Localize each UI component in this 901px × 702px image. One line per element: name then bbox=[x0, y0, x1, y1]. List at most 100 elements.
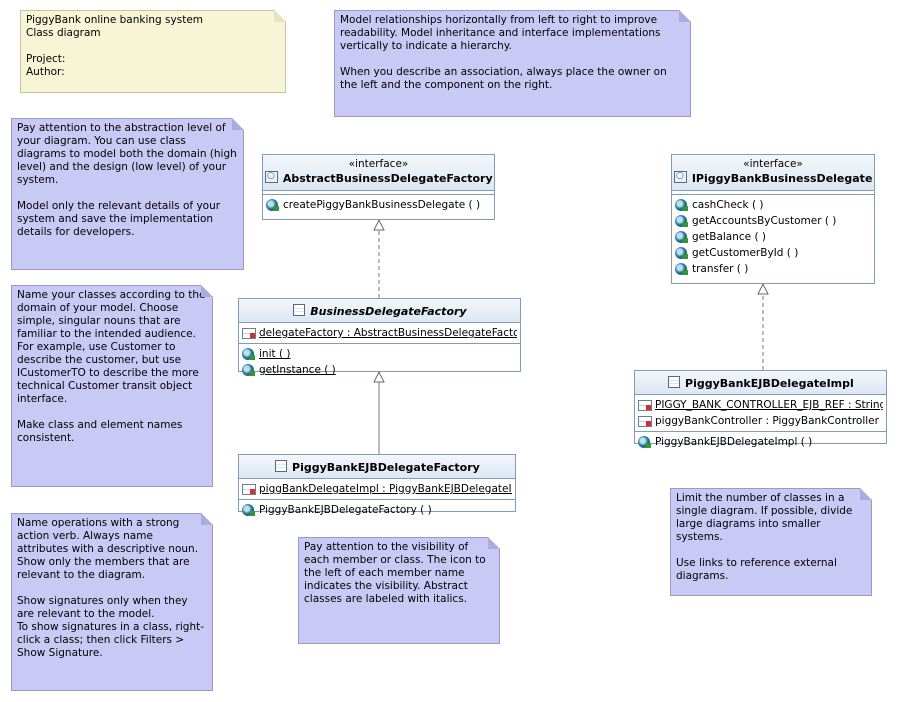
class-name-row: AbstractBusinessDelegateFactory bbox=[265, 169, 493, 186]
note-naming: Name your classes according to the domai… bbox=[11, 285, 213, 487]
class-icon bbox=[292, 303, 306, 316]
operation-label: getAccountsByCustomer ( ) bbox=[692, 215, 837, 227]
private-attribute-icon bbox=[242, 483, 256, 495]
note-operations: Name operations with a strong action ver… bbox=[11, 513, 213, 691]
operation-label: getInstance ( ) bbox=[259, 364, 336, 376]
class-name-row: PiggyBankEJBDelegateFactory bbox=[241, 459, 513, 475]
class-name: IPiggyBankBusinessDelegate bbox=[691, 172, 873, 185]
operations-compartment: PiggyBankEJBDelegateFactory ( ) bbox=[239, 500, 515, 520]
operation-row[interactable]: getAccountsByCustomer ( ) bbox=[675, 213, 871, 229]
attributes-compartment: PIGGY_BANK_CONTROLLER_EJB_REF : String p… bbox=[635, 395, 886, 432]
interface-icon bbox=[265, 169, 279, 183]
operations-compartment: createPiggyBankBusinessDelegate ( ) bbox=[263, 195, 494, 215]
class-piggybank-ejb-delegate-factory[interactable]: PiggyBankEJBDelegateFactory piggBankDele… bbox=[238, 454, 516, 516]
note-limit: Limit the number of classes in a single … bbox=[670, 488, 872, 596]
operation-row[interactable]: getCustomerById ( ) bbox=[675, 245, 871, 261]
public-operation-icon bbox=[266, 199, 280, 211]
note-text: Pay attention to the visibility of each … bbox=[304, 541, 486, 605]
operation-label: transfer ( ) bbox=[692, 263, 749, 275]
private-attribute-icon bbox=[242, 327, 256, 339]
note-text: Name operations with a strong action ver… bbox=[17, 517, 199, 581]
attribute-row[interactable]: piggBankDelegateImpl : PiggyBankEJBDeleg… bbox=[242, 481, 512, 497]
class-name-row: IPiggyBankBusinessDelegate bbox=[674, 169, 873, 186]
class-abstract-business-delegate-factory[interactable]: «interface» AbstractBusinessDelegateFact… bbox=[262, 154, 495, 220]
stereotype-label: «interface» bbox=[348, 158, 409, 170]
operation-row[interactable]: transfer ( ) bbox=[675, 261, 871, 277]
public-operation-icon bbox=[675, 199, 689, 211]
attributes-compartment: piggBankDelegateImpl : PiggyBankEJBDeleg… bbox=[239, 479, 515, 500]
class-name-row: BusinessDelegateFactory bbox=[241, 303, 518, 319]
attribute-label: piggyBankController : PiggyBankControlle… bbox=[655, 415, 879, 427]
class-header: PiggyBankEJBDelegateImpl bbox=[635, 371, 886, 395]
note-text: Use links to reference external diagrams… bbox=[676, 557, 837, 582]
stereotype-label: «interface» bbox=[743, 158, 803, 170]
attributes-compartment: delegateFactory : AbstractBusinessDelega… bbox=[239, 323, 520, 344]
class-ipiggybank-business-delegate[interactable]: «interface» IPiggyBankBusinessDelegate c… bbox=[671, 154, 875, 284]
interface-icon bbox=[674, 169, 688, 183]
operation-row[interactable]: cashCheck ( ) bbox=[675, 197, 871, 213]
operation-label: getCustomerById ( ) bbox=[692, 247, 799, 259]
public-operation-icon bbox=[675, 231, 689, 243]
class-piggybank-ejb-delegate-impl[interactable]: PiggyBankEJBDelegateImpl PIGGY_BANK_CONT… bbox=[634, 370, 887, 448]
note-text: Show signatures only when they are relev… bbox=[17, 595, 205, 659]
header-note-text: PiggyBank online banking system Class di… bbox=[26, 14, 204, 78]
class-name: PiggyBankEJBDelegateFactory bbox=[292, 461, 480, 474]
operation-row[interactable]: getBalance ( ) bbox=[675, 229, 871, 245]
note-text: Model relationships horizontally from le… bbox=[340, 14, 661, 52]
operation-row[interactable]: init ( ) bbox=[242, 346, 517, 362]
attributes-compartment bbox=[263, 191, 494, 195]
attribute-label: PIGGY_BANK_CONTROLLER_EJB_REF : String bbox=[655, 399, 883, 411]
diagram-header-note: PiggyBank online banking system Class di… bbox=[20, 10, 286, 93]
realization-arrowhead bbox=[373, 218, 385, 231]
private-attribute-icon bbox=[638, 415, 652, 427]
operation-row[interactable]: createPiggyBankBusinessDelegate ( ) bbox=[266, 197, 491, 213]
class-header: «interface» AbstractBusinessDelegateFact… bbox=[263, 155, 494, 191]
attribute-row[interactable]: piggyBankController : PiggyBankControlle… bbox=[638, 413, 883, 429]
class-name-row: PiggyBankEJBDelegateImpl bbox=[637, 375, 884, 391]
operation-label: cashCheck ( ) bbox=[692, 199, 764, 211]
class-name: AbstractBusinessDelegateFactory bbox=[282, 172, 493, 185]
generalization-arrowhead bbox=[373, 370, 385, 383]
operation-label: PiggyBankEJBDelegateFactory ( ) bbox=[259, 504, 432, 516]
note-text: Name your classes according to the domai… bbox=[17, 289, 206, 405]
public-operation-icon bbox=[242, 364, 256, 376]
note-abstraction: Pay attention to the abstraction level o… bbox=[11, 118, 244, 270]
class-name: BusinessDelegateFactory bbox=[310, 305, 467, 318]
class-header: «interface» IPiggyBankBusinessDelegate bbox=[672, 155, 874, 191]
attribute-label: piggBankDelegateImpl : PiggyBankEJBDeleg… bbox=[259, 483, 512, 495]
operations-compartment: PiggyBankEJBDelegateImpl ( ) bbox=[635, 432, 886, 452]
operation-label: getBalance ( ) bbox=[692, 231, 766, 243]
public-operation-icon bbox=[675, 263, 689, 275]
class-header: BusinessDelegateFactory bbox=[239, 299, 520, 323]
note-text: Limit the number of classes in a single … bbox=[676, 492, 853, 543]
note-text: Model only the relevant details of your … bbox=[17, 200, 221, 238]
note-text: When you describe an association, always… bbox=[340, 66, 667, 91]
public-operation-icon bbox=[242, 348, 256, 360]
operation-row[interactable]: getInstance ( ) bbox=[242, 362, 517, 378]
operation-label: createPiggyBankBusinessDelegate ( ) bbox=[283, 199, 481, 211]
public-operation-icon bbox=[675, 215, 689, 227]
class-icon bbox=[667, 375, 681, 388]
attribute-label: delegateFactory : AbstractBusinessDelega… bbox=[259, 327, 517, 339]
attributes-compartment bbox=[672, 191, 874, 195]
operation-row[interactable]: PiggyBankEJBDelegateImpl ( ) bbox=[638, 434, 883, 450]
operation-label: init ( ) bbox=[259, 348, 291, 360]
realization-arrowhead bbox=[757, 282, 769, 295]
operations-compartment: cashCheck ( ) getAccountsByCustomer ( ) … bbox=[672, 195, 874, 279]
note-visibility: Pay attention to the visibility of each … bbox=[298, 537, 500, 644]
note-text: Make class and element names consistent. bbox=[17, 419, 183, 444]
attribute-row[interactable]: delegateFactory : AbstractBusinessDelega… bbox=[242, 325, 517, 341]
operation-row[interactable]: PiggyBankEJBDelegateFactory ( ) bbox=[242, 502, 512, 518]
class-business-delegate-factory[interactable]: BusinessDelegateFactory delegateFactory … bbox=[238, 298, 521, 376]
private-attribute-icon bbox=[638, 399, 652, 411]
operation-label: PiggyBankEJBDelegateImpl ( ) bbox=[655, 436, 813, 448]
attribute-row[interactable]: PIGGY_BANK_CONTROLLER_EJB_REF : String bbox=[638, 397, 883, 413]
note-layout: Model relationships horizontally from le… bbox=[334, 10, 691, 117]
public-operation-icon bbox=[675, 247, 689, 259]
operations-compartment: init ( ) getInstance ( ) bbox=[239, 344, 520, 380]
public-operation-icon bbox=[242, 504, 256, 516]
class-header: PiggyBankEJBDelegateFactory bbox=[239, 455, 515, 479]
class-name: PiggyBankEJBDelegateImpl bbox=[685, 377, 854, 390]
class-icon bbox=[274, 459, 288, 472]
